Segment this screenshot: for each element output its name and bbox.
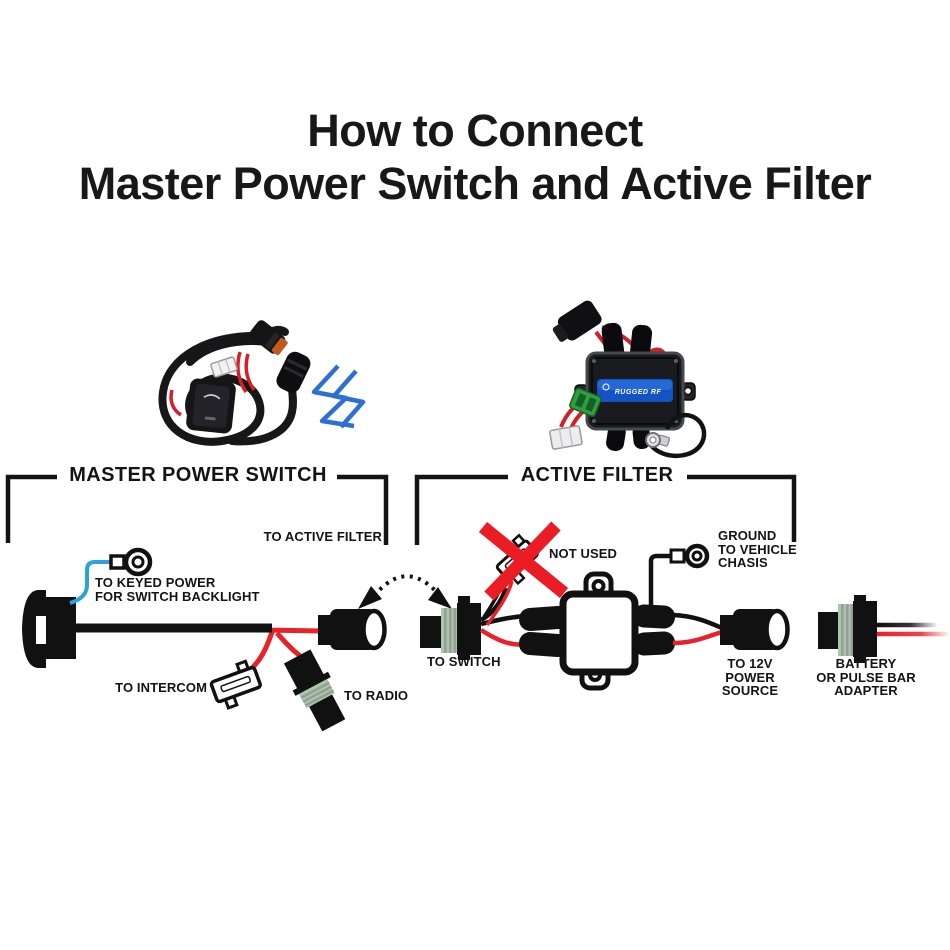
photo-top-connector (552, 300, 602, 342)
label-to-keyed-power: TO KEYED POWER FOR SWITCH BACKLIGHT (95, 575, 260, 604)
to-12v-connector (720, 608, 790, 651)
switch-symbol (22, 590, 76, 668)
intercom-connector (209, 659, 262, 710)
battery-wires (877, 622, 950, 637)
photo-rocker-switch (186, 378, 236, 434)
filter-module-symbol (518, 571, 676, 691)
active-bracket (414, 474, 797, 545)
section-brackets (5, 474, 797, 545)
to-active-filter-connector (318, 608, 387, 651)
label-battery-or-pulse-bar-adapter: BATTERY OR PULSE BAR ADAPTER (816, 656, 916, 698)
battery-adapter-connector (818, 595, 877, 663)
not-used-x-mark (478, 521, 569, 601)
label-to-12v-power-source: TO 12V POWER SOURCE (721, 656, 779, 698)
keyed-power-ring-terminal (109, 547, 153, 577)
photo-white-connector (549, 425, 583, 450)
label-to-intercom: TO INTERCOM (115, 680, 207, 695)
ground-wire (648, 543, 710, 610)
master-power-switch-photo (158, 320, 366, 446)
photo-filter-box: RUGGED RF (585, 351, 685, 431)
active-filter-module-label: RUGGED RF (615, 389, 662, 396)
photo-connector-a (249, 320, 288, 356)
photo-blue-wires (311, 364, 366, 429)
to-switch-connector (420, 596, 481, 660)
master-bracket (5, 474, 389, 545)
master-power-switch-section-label: MASTER POWER SWITCH (69, 464, 327, 486)
photo-connector-b (276, 351, 311, 393)
photo-red-wires (169, 351, 256, 417)
photo-mini-connector (210, 356, 238, 378)
connect-arrow (358, 574, 452, 609)
title-line-2: Master Power Switch and Active Filter (78, 158, 872, 209)
active-filter-photo: RUGGED RF (549, 300, 707, 458)
photo-ground-ring (645, 413, 707, 458)
radio-connector (283, 649, 346, 732)
active-filter-section-label: ACTIVE FILTER (520, 464, 674, 486)
backlight-wire (69, 560, 112, 605)
arrowhead-right (428, 587, 452, 609)
arrowhead-left (358, 586, 382, 609)
label-to-active-filter: TO ACTIVE FILTER (263, 529, 382, 544)
label-not-used: NOT USED (549, 546, 617, 561)
photo-green-connector (569, 387, 602, 417)
title-line-1: How to Connect (307, 105, 643, 156)
label-ground-to-vehicle-chasis: GROUND TO VEHICLE CHASIS (718, 528, 797, 570)
page-title: How to Connect Master Power Switch and A… (0, 104, 950, 210)
label-to-radio: TO RADIO (344, 688, 409, 703)
power-side-wires (672, 612, 723, 646)
